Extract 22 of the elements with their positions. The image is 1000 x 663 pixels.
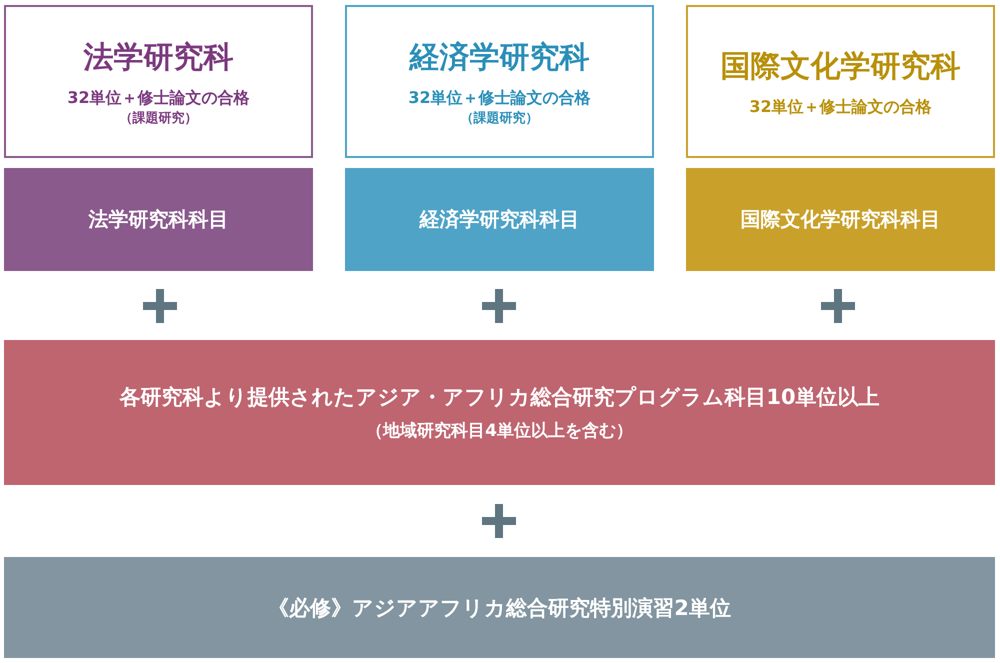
subject-band bbox=[4, 340, 995, 485]
subject-band bbox=[4, 168, 313, 271]
band-text: 経済学研究科科目 bbox=[420, 206, 580, 233]
note-text: （地域研究科目4単位以上を含む） bbox=[366, 420, 633, 442]
band-text: 法学研究科科目 bbox=[88, 206, 228, 233]
course-title: 国際文化学研究科 bbox=[720, 48, 960, 86]
requirement-text: 32単位＋修士論文の合格 bbox=[67, 88, 250, 108]
course-title: 経済学研究科 bbox=[410, 38, 590, 76]
subject-band bbox=[686, 168, 995, 271]
band-text: 各研究科より提供されたアジア・アフリカ総合研究プログラム科目10単位以上 bbox=[119, 384, 880, 411]
band-text: 《必修》アジアアフリカ総合研究特別演習2単位 bbox=[268, 594, 731, 622]
subject-band bbox=[4, 557, 995, 658]
requirement-text: 32単位＋修士論文の合格 bbox=[408, 88, 591, 108]
subject-band bbox=[345, 168, 654, 271]
course-title: 法学研究科 bbox=[84, 38, 234, 76]
requirement-text: 32単位＋修士論文の合格 bbox=[749, 96, 932, 118]
course-box bbox=[686, 5, 995, 158]
course-box bbox=[345, 5, 654, 158]
course-box bbox=[4, 5, 313, 158]
band-text: 国際文化学研究科科目 bbox=[740, 206, 940, 233]
note-text: （課題研究） bbox=[120, 110, 198, 126]
note-text: （課題研究） bbox=[460, 110, 538, 126]
